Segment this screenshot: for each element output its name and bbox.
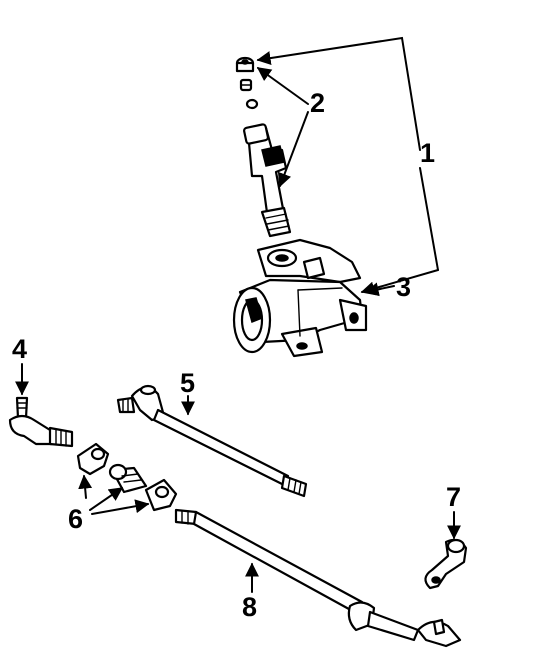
part-4-tie-rod-end bbox=[8, 396, 74, 448]
callout-7: 7 bbox=[446, 482, 461, 512]
part-6-adjuster-sleeve bbox=[76, 442, 178, 512]
callout-2: 2 bbox=[310, 88, 325, 118]
part-7-pitman-arm bbox=[424, 538, 468, 590]
callout-1: 1 bbox=[420, 138, 435, 168]
part-2-steering-shaft bbox=[235, 56, 292, 238]
leader-lines bbox=[15, 36, 461, 593]
part-3-steering-gear bbox=[232, 238, 368, 358]
part-8-center-link bbox=[174, 508, 462, 648]
callout-8: 8 bbox=[242, 592, 257, 622]
callout-5: 5 bbox=[180, 368, 195, 398]
callout-6: 6 bbox=[68, 504, 83, 534]
callout-4: 4 bbox=[12, 334, 27, 364]
callout-labels: 1 2 3 4 5 6 7 8 bbox=[12, 88, 461, 622]
callout-3: 3 bbox=[396, 272, 411, 302]
part-5-relay-rod bbox=[116, 384, 308, 498]
